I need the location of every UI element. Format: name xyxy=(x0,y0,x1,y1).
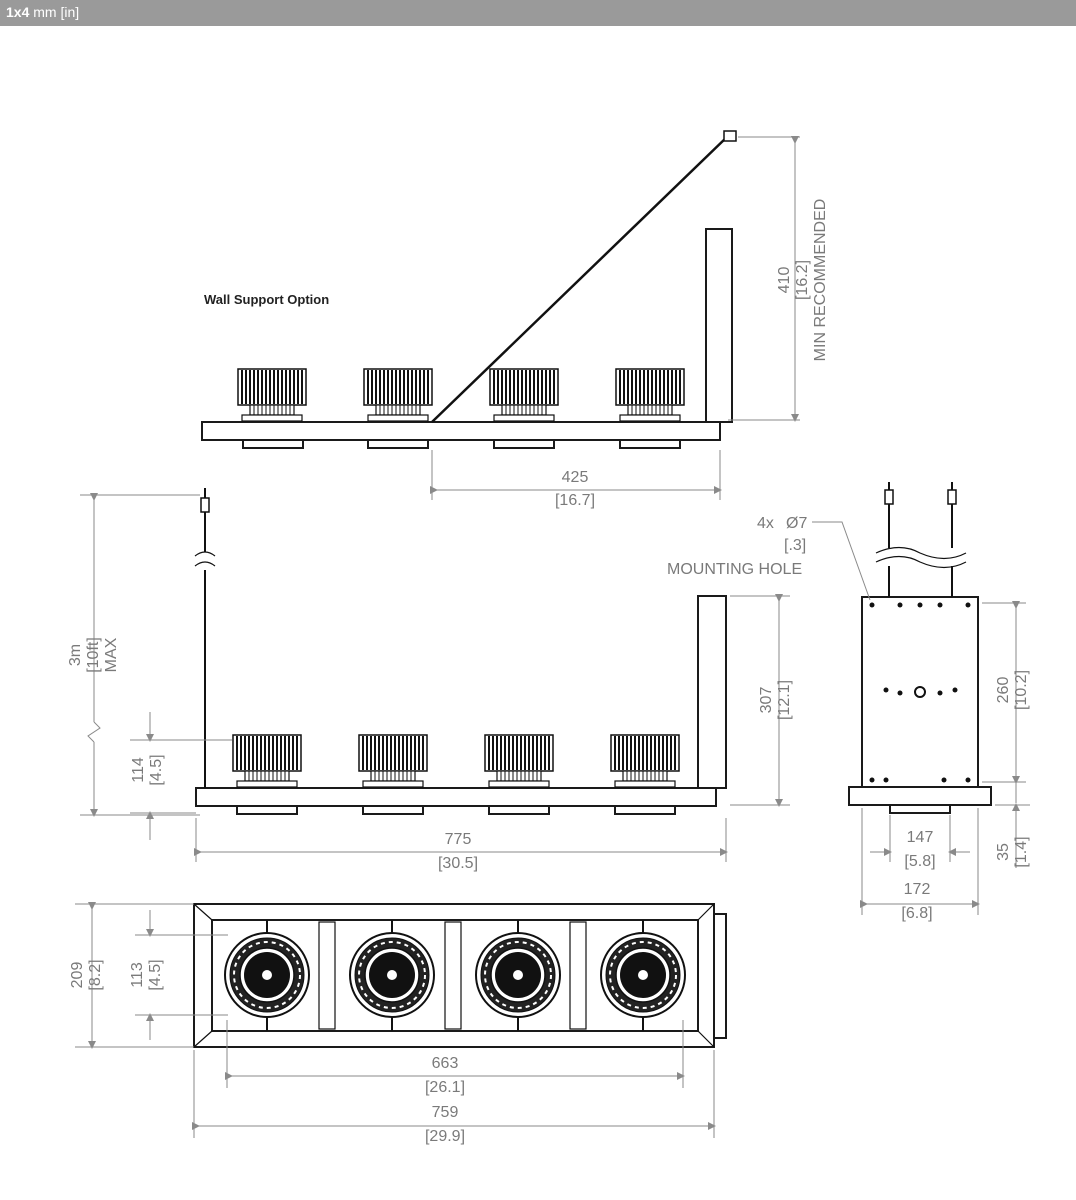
dim-260-mm: 260 xyxy=(995,677,1012,704)
dim-209-mm: 209 xyxy=(69,962,86,989)
dim-35-mm: 35 xyxy=(995,843,1012,861)
wall-support-fixture xyxy=(201,130,737,449)
dim-mounting-hole: MOUNTING HOLE xyxy=(667,561,802,578)
dim-114-in: [4.5] xyxy=(148,754,165,785)
dim-260-in: [10.2] xyxy=(1013,670,1030,710)
dim-209-in: [8.2] xyxy=(87,959,104,990)
dim-425-in: [16.7] xyxy=(555,492,595,509)
end-elevation xyxy=(848,482,992,814)
plan-view xyxy=(193,903,727,1048)
dim-307-mm: 307 xyxy=(758,687,775,714)
dim-3m: 3m xyxy=(67,644,84,666)
dim-hole-count: 4x xyxy=(757,515,774,532)
title-text: 1x4 mm [in] xyxy=(6,4,79,20)
dim-min-recommended: MIN RECOMMENDED xyxy=(812,199,829,362)
dim-663-mm: 663 xyxy=(432,1055,459,1072)
dim-307-in: [12.1] xyxy=(776,680,793,720)
dim-759-in: [29.9] xyxy=(425,1128,465,1145)
dim-663-in: [26.1] xyxy=(425,1079,465,1096)
dim-113-mm: 113 xyxy=(129,962,146,988)
dim-410-in: [16.2] xyxy=(794,260,811,300)
wall-support-label: Wall Support Option xyxy=(204,292,329,307)
dim-410-mm: 410 xyxy=(776,267,793,294)
units-label: mm [in] xyxy=(33,4,80,20)
dim-172-mm: 172 xyxy=(904,881,931,898)
title-bar: 1x4 mm [in] xyxy=(0,0,1076,26)
dim-113-in: [4.5] xyxy=(147,959,164,990)
dim-147-in: [5.8] xyxy=(904,853,935,870)
dim-114-mm: 114 xyxy=(130,757,147,783)
dim-425-mm: 425 xyxy=(562,469,589,486)
dim-775-mm: 775 xyxy=(445,831,472,848)
dim-147-mm: 147 xyxy=(907,829,934,846)
dim-35-in: [1.4] xyxy=(1013,836,1030,867)
size-label: 1x4 xyxy=(6,4,30,20)
dim-hole-dia: Ø7 xyxy=(786,515,807,532)
dim-10ft: [10ft] xyxy=(85,637,102,673)
dim-759-mm: 759 xyxy=(432,1104,459,1121)
side-elevation xyxy=(194,488,727,815)
dim-172-in: [6.8] xyxy=(901,905,932,922)
dim-775-in: [30.5] xyxy=(438,855,478,872)
dim-max: MAX xyxy=(103,637,120,672)
dim-hole-in: [.3] xyxy=(784,537,806,554)
